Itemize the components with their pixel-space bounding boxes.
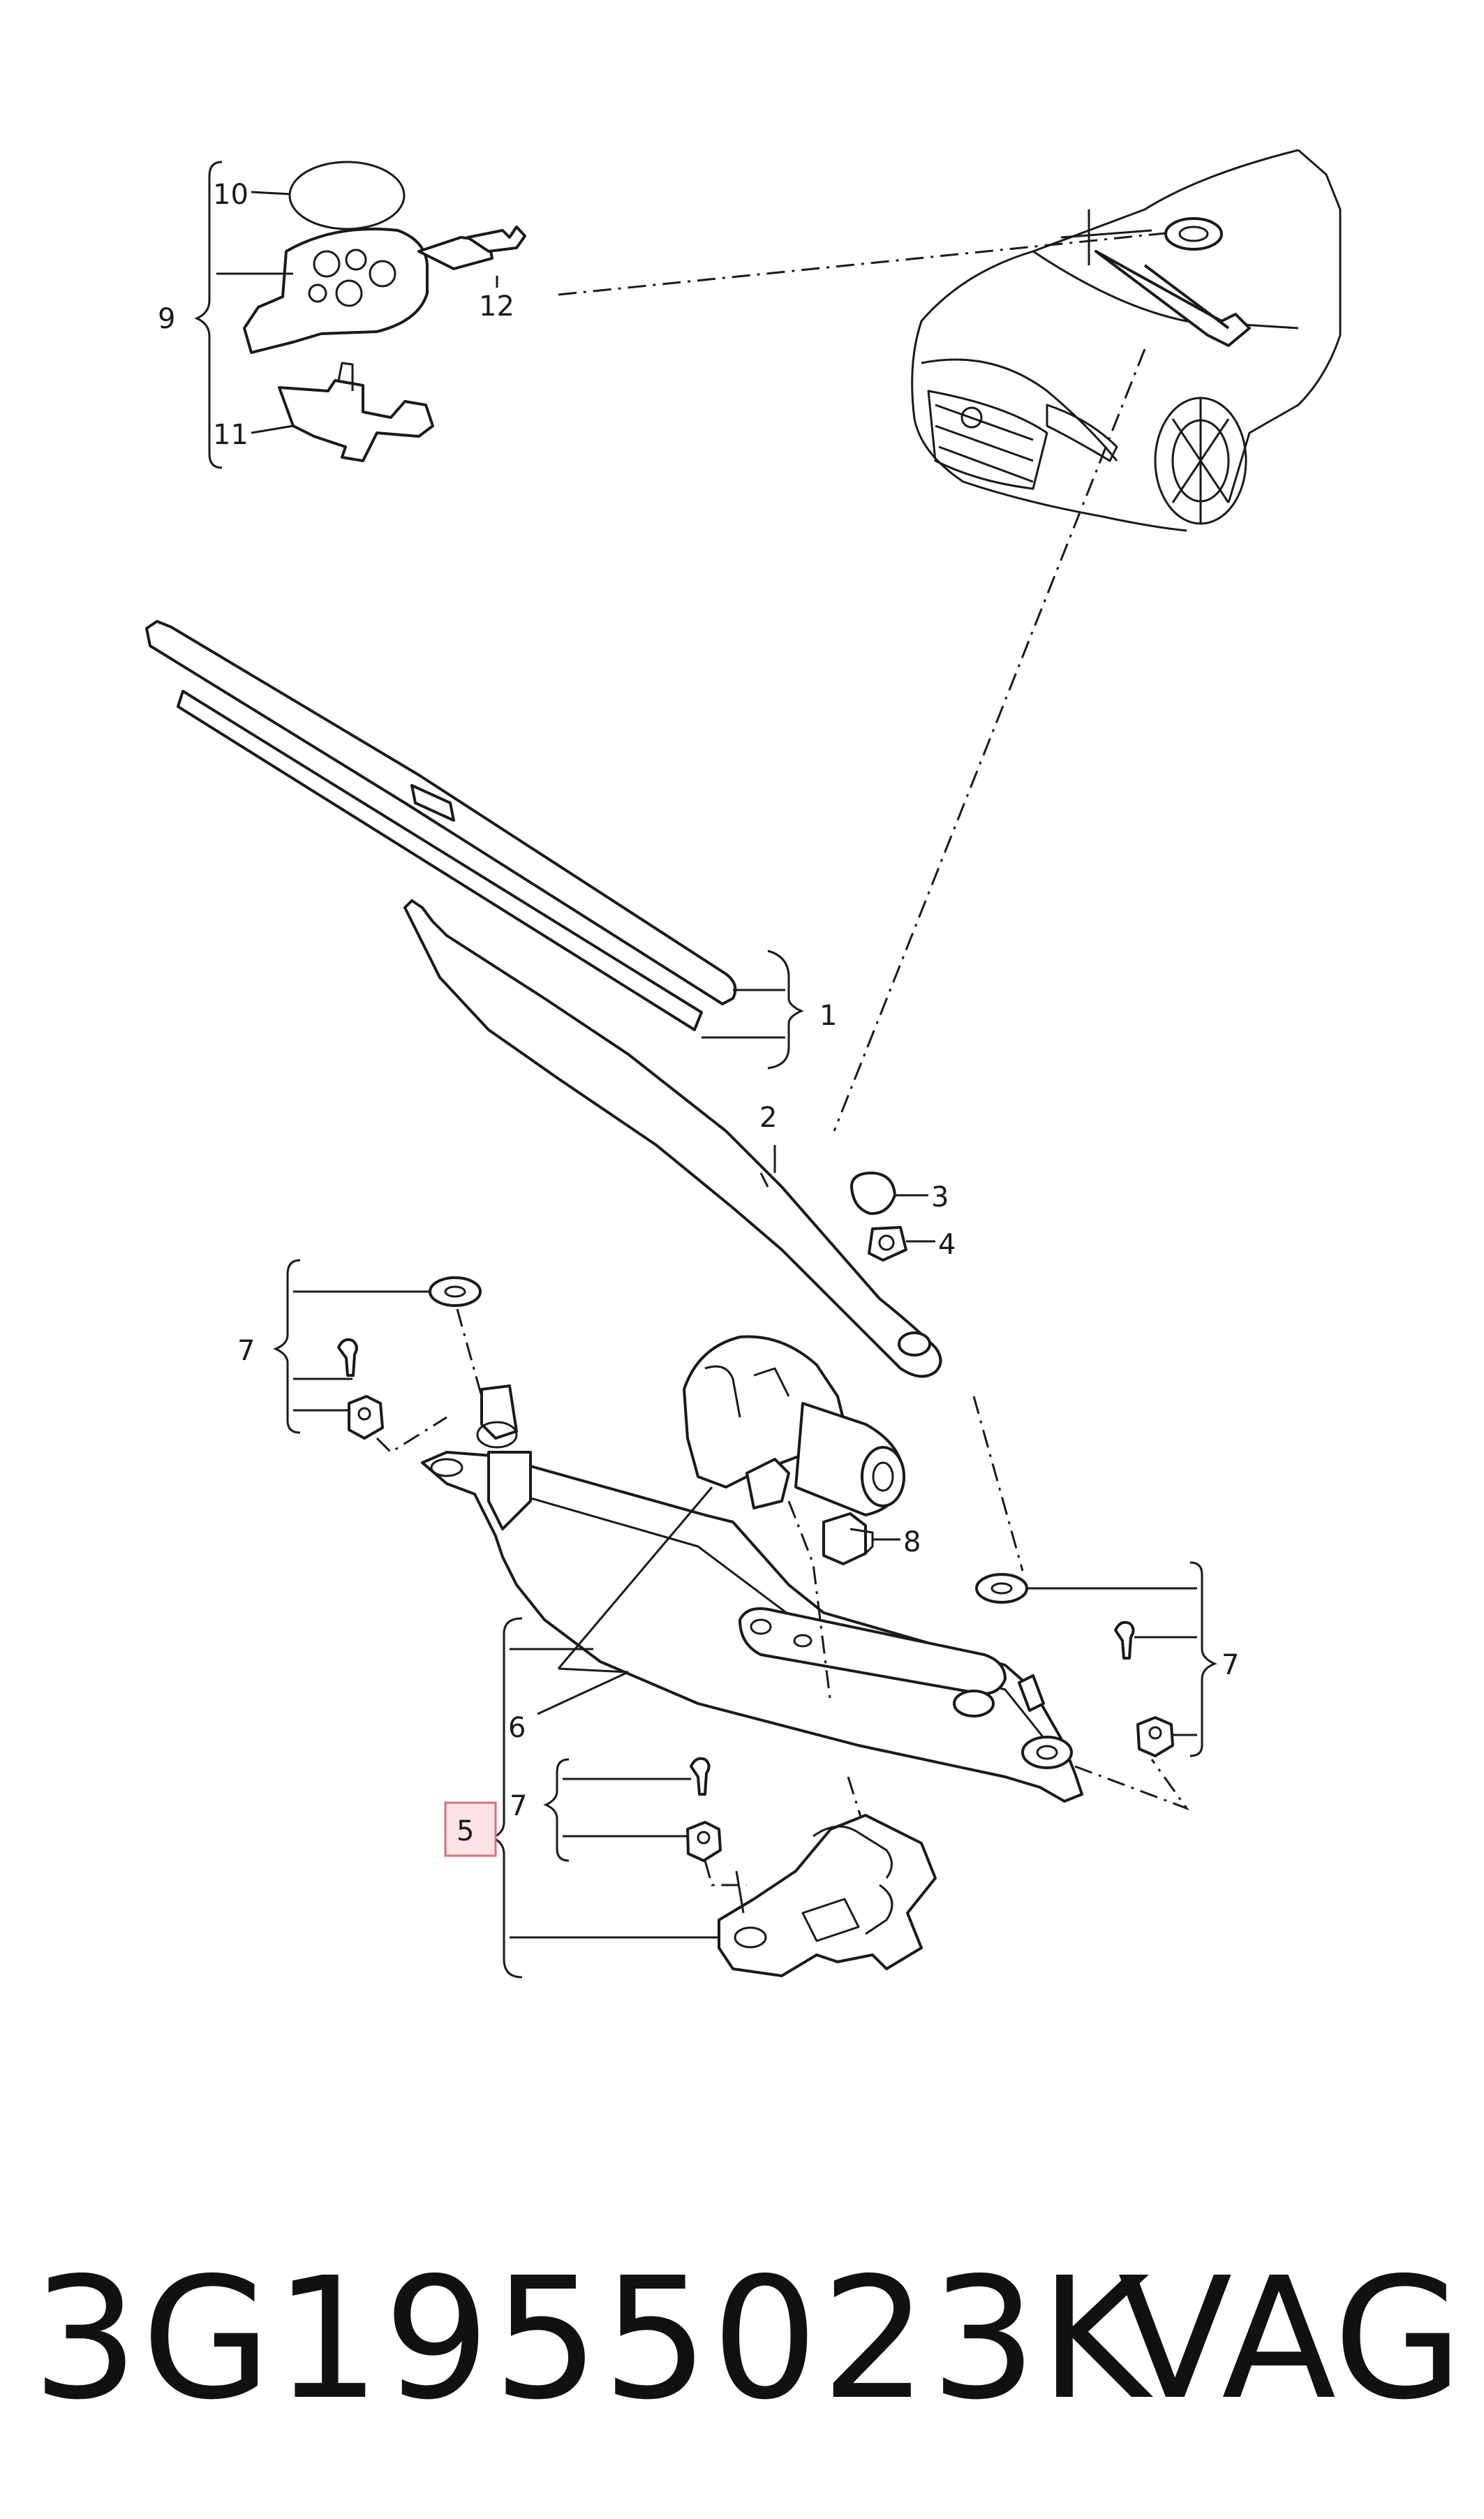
callout-7b: 7: [1222, 1649, 1239, 1681]
callout-3: 3: [931, 1181, 949, 1213]
seal-ring-part: [288, 161, 406, 230]
wiper-arm-part: [403, 899, 942, 1378]
callout-2: 2: [759, 1102, 777, 1134]
callout-6: 6: [508, 1712, 526, 1744]
connector-part: [822, 1512, 900, 1565]
brand-name: VAG: [1118, 2241, 1463, 2437]
car-illustration: [911, 149, 1342, 532]
sensor-bracket-part: [278, 379, 434, 462]
wiper-linkage-part: [421, 1384, 1083, 1803]
wiper-motor-part: [683, 1335, 905, 1516]
callout-7c: 7: [510, 1790, 527, 1822]
mounting-hardware-right: [975, 1561, 1217, 1811]
mounting-bracket-part: [718, 1814, 937, 1977]
wiper-blade-part: [145, 620, 804, 1070]
callout-8: 8: [903, 1526, 921, 1558]
callout-12: 12: [479, 290, 514, 323]
callout-7a: 7: [237, 1335, 255, 1367]
callout-5: 5: [457, 1815, 474, 1847]
callout-11: 11: [213, 419, 248, 451]
cap-part: [850, 1172, 928, 1216]
part-number: 3G1955023K: [32, 2241, 1152, 2437]
callout-9: 9: [158, 303, 175, 335]
callout-1: 1: [819, 1000, 837, 1032]
callout-10: 10: [213, 179, 248, 211]
mounting-hardware-left: [273, 1259, 483, 1454]
nut-part: [868, 1226, 935, 1262]
footer: 3G1955023K VAG: [0, 2220, 1484, 2458]
rain-sensor-group: [194, 161, 526, 469]
mounting-hardware-lower: [543, 1757, 870, 1886]
highlight-box: [444, 1801, 497, 1857]
callout-4: 4: [938, 1229, 956, 1261]
